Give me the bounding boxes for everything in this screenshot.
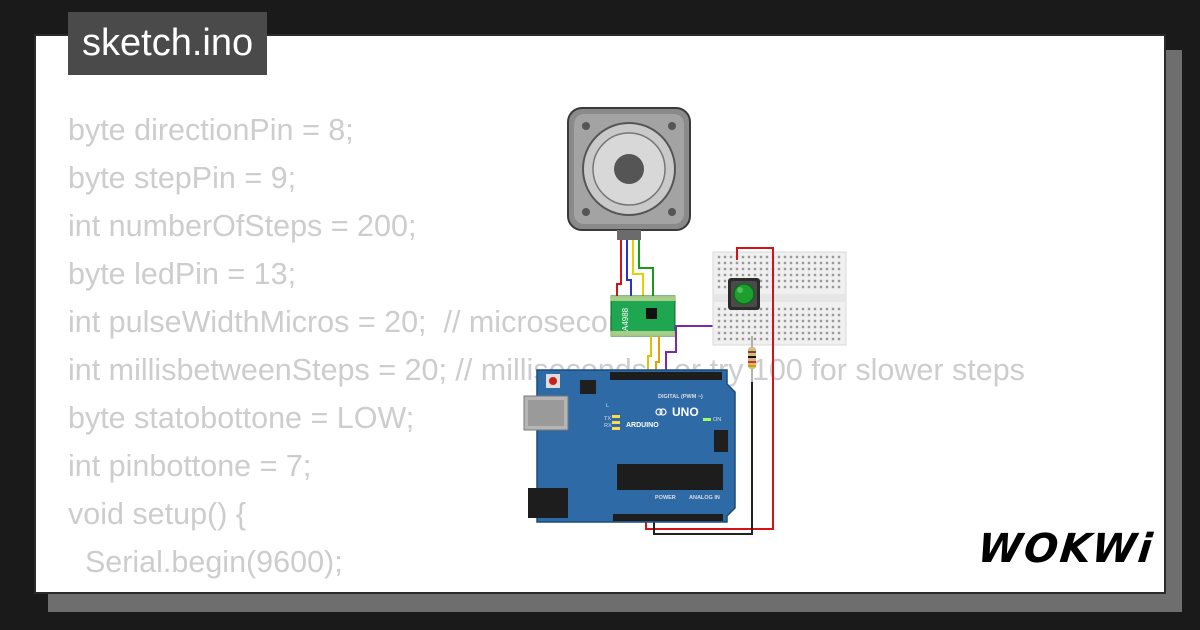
code-line: byte statobottone = LOW; bbox=[68, 401, 415, 435]
code-line: byte directionPin = 8; bbox=[68, 113, 354, 147]
file-tab[interactable]: sketch.ino bbox=[68, 12, 268, 75]
pushbutton[interactable] bbox=[728, 278, 760, 310]
power-header: POWER bbox=[655, 495, 676, 501]
resistor[interactable] bbox=[748, 336, 756, 382]
code-line: int pinbottone = 7; bbox=[68, 449, 312, 483]
led-tx-label: TX bbox=[604, 416, 611, 422]
code-line: byte ledPin = 13; bbox=[68, 257, 297, 291]
a4988-driver[interactable]: A4988 bbox=[610, 295, 676, 337]
led-on-label: ON bbox=[713, 417, 721, 423]
driver-label: A4988 bbox=[621, 307, 630, 331]
wokwi-logo[interactable]: WOKWi bbox=[975, 526, 1157, 572]
led-rx-label: RX bbox=[604, 423, 612, 429]
code-line: void setup() { bbox=[68, 497, 247, 531]
motor-wires bbox=[616, 240, 654, 296]
analog-header: ANALOG IN bbox=[689, 495, 720, 501]
uno-label: UNO bbox=[672, 405, 699, 419]
arduino-uno[interactable]: DIGITAL (PWM ~) L TX RX ON POWER ANALOG … bbox=[523, 369, 736, 523]
code-line: byte stepPin = 9; bbox=[68, 161, 297, 195]
code-preview: byte directionPin = 8; byte stepPin = 9;… bbox=[68, 106, 1138, 592]
code-line: Serial.begin(9600); bbox=[68, 545, 343, 579]
power-wires bbox=[645, 247, 774, 535]
stepper-motor[interactable] bbox=[567, 107, 691, 240]
led-l-label: L bbox=[606, 403, 609, 409]
code-line: int numberOfSteps = 200; bbox=[68, 209, 417, 243]
digital-header: DIGITAL (PWM ~) bbox=[658, 394, 703, 400]
arduino-label: ARDUINO bbox=[626, 422, 659, 429]
